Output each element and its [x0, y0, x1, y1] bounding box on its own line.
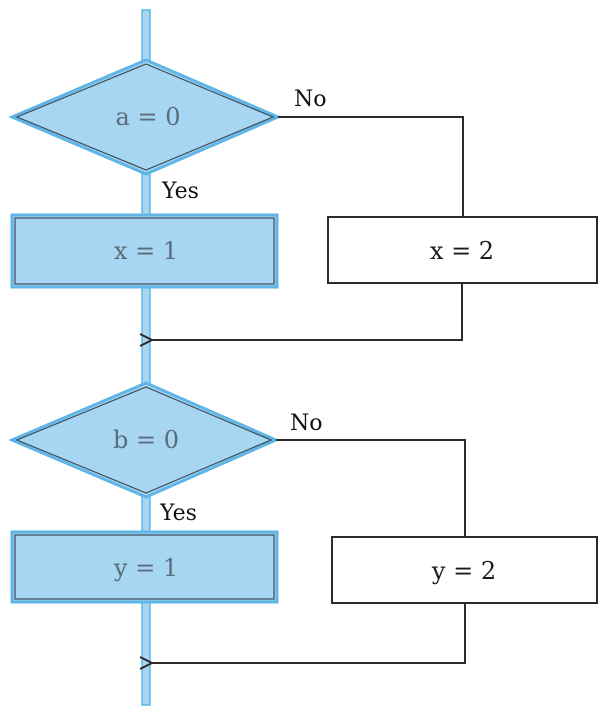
box-y1: [10, 530, 279, 604]
decision-b-label: b = 0: [113, 426, 179, 454]
decision-b-diamond: [8, 381, 280, 499]
decision-b-yes-label: Yes: [159, 501, 197, 526]
decision-a-label: a = 0: [116, 103, 181, 131]
box-x1-outline: [14, 217, 275, 285]
decision-b-no-connector: [276, 439, 466, 537]
decision-a-diamond: [8, 58, 282, 176]
decision-a-diamond-outline: [15, 63, 275, 171]
decision-a-yes-label: Yes: [161, 179, 199, 204]
decision-b-no-label: No: [290, 411, 323, 436]
box-y1-label: y = 1: [113, 554, 178, 582]
return-connector-b: [152, 603, 466, 663]
box-x1: [10, 213, 279, 289]
box-y2: [331, 536, 598, 604]
main-flow-spine: [141, 9, 151, 706]
return-connector-a: [152, 283, 463, 340]
box-y2-label: y = 2: [431, 557, 496, 585]
decision-a-no-label: No: [294, 87, 327, 112]
box-x1-label: x = 1: [114, 237, 178, 265]
decision-a-no-connector: [278, 116, 464, 217]
decision-b-diamond-outline: [15, 386, 273, 494]
box-x2-label: x = 2: [430, 237, 494, 265]
box-x2: [327, 216, 598, 284]
box-y1-outline: [14, 534, 275, 600]
